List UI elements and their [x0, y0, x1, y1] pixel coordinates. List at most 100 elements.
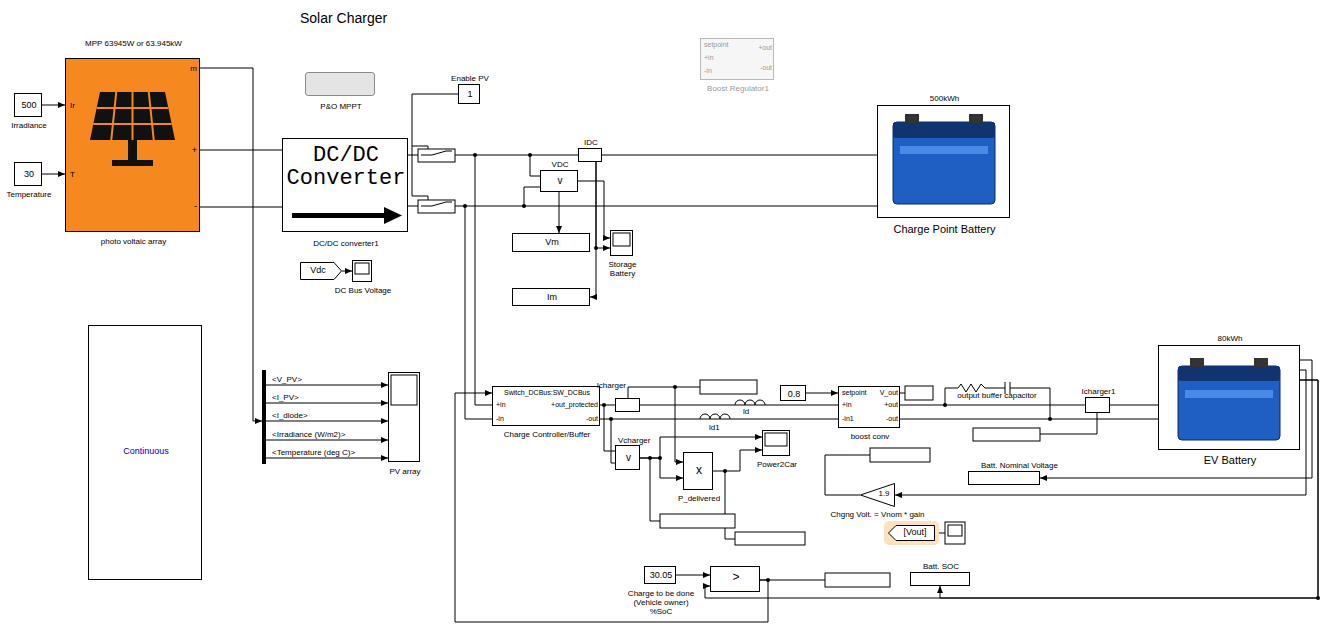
component-label: output buffer capacitor [957, 391, 1036, 400]
signal-wire [42, 105, 65, 106]
block-text: -out [586, 415, 598, 423]
signal-wire [380, 440, 388, 441]
battery-stripe [1185, 390, 1273, 398]
wire [408, 155, 418, 156]
wire [524, 187, 540, 206]
signal-wire [713, 450, 762, 471]
junction-dot [463, 204, 467, 208]
block-text: v [626, 452, 631, 464]
battery-stripe [900, 146, 988, 154]
display-block: Im [512, 288, 590, 306]
signal-wire [600, 419, 838, 420]
highlight-glow [884, 521, 939, 545]
scope-screen [948, 525, 962, 536]
current-sensor: Icharger1 [1085, 397, 1110, 413]
gain-block: 1.9Chgng Volt. = Vnom * gain [860, 483, 895, 507]
displays [660, 380, 1040, 587]
solar-panel-icon [90, 92, 175, 140]
block-text: Vdc [310, 265, 326, 275]
block-text: +out [884, 401, 898, 409]
current-sensor: Icharger [615, 398, 640, 412]
signal-wire [676, 575, 710, 576]
block-text: Charge Controller/Buffer [504, 430, 591, 439]
block-text: -out [886, 415, 898, 423]
junction-dots [463, 153, 1320, 600]
mppt-block: P&O MPPT [305, 72, 375, 96]
shape-outline-polygon [889, 526, 935, 541]
battery-body [893, 122, 995, 204]
voltage-sensor: VDCv [540, 170, 578, 192]
signal-wire [602, 155, 877, 156]
scope-block [945, 522, 965, 544]
signal-wire [200, 68, 262, 421]
block-text: +out_protected [551, 401, 598, 409]
block-text: m [190, 64, 197, 73]
signal-wire [42, 174, 65, 175]
block-text: 80kWh [1218, 334, 1243, 343]
wire [725, 471, 735, 539]
block-text: <Temperature (deg C)> [272, 448, 355, 457]
block-text: P_delivered [678, 494, 720, 503]
scope-screen [613, 233, 630, 246]
block-text: 500kWh [930, 94, 959, 103]
block-text: +in [842, 401, 852, 409]
junction-dot [473, 153, 477, 157]
display-block: Vm [512, 233, 590, 252]
constant-block: 0.8 [780, 385, 806, 401]
display-block: Batt. SOC [910, 572, 970, 586]
block-text: MPP 63945W or 63.945kW [85, 39, 182, 48]
signal-wire [640, 437, 762, 458]
ev-battery-picture [1178, 358, 1280, 440]
block-text: Switch_DCBus:SW_DCBus [504, 389, 590, 397]
wires-static [266, 94, 1097, 580]
wire [266, 458, 380, 459]
block-text: Batt. SOC [923, 562, 959, 571]
powergui-block: Continuous [88, 325, 202, 580]
display-block [700, 380, 757, 394]
shape-outline-polygon [301, 263, 342, 280]
display-block [973, 428, 1040, 441]
switch-symbol [421, 202, 452, 206]
battery-block: 500kWhCharge Point Battery [877, 105, 1010, 218]
block-text: Power2Car [757, 460, 797, 469]
converter-arrowhead [384, 207, 402, 224]
panel-grid-line [132, 92, 134, 140]
block-text: Continuous [123, 446, 169, 456]
signal-wire [559, 192, 560, 233]
signal-wire [600, 405, 615, 406]
constant-block: Enable PV1 [458, 84, 480, 104]
battery-body [1178, 366, 1280, 440]
block-text: Boost Regulator1 [707, 84, 769, 93]
block-text: setpoint [704, 41, 729, 49]
scope-block: DC Bus Voltage [352, 260, 372, 282]
battery-block: 80kWhEV Battery [1158, 345, 1300, 450]
wire [475, 155, 492, 405]
solar-panel-base [112, 160, 153, 166]
scope-screens [355, 233, 965, 544]
block-text: DC/DC converter1 [313, 239, 378, 248]
inductor-symbol [735, 400, 765, 405]
wire [604, 405, 615, 451]
junction-dot [528, 153, 532, 157]
charge-controller-block: Switch_DCBus:SW_DCBus+in-in+out_protecte… [492, 386, 600, 426]
signal-wire [380, 458, 388, 459]
display-block: Batt. Nominal Voltage [968, 471, 1040, 485]
wire [530, 155, 540, 176]
display-block [660, 514, 735, 528]
shape-outline-polygon [861, 484, 895, 507]
block-text: <I_PV> [272, 393, 299, 402]
signal-wire [200, 207, 282, 208]
panel-grid-line [111, 92, 116, 140]
block-text: Charge to be done (Vehicle owner) %SoC [623, 589, 699, 617]
block-text: + [192, 145, 197, 155]
block-text: > [732, 571, 739, 585]
wire [408, 206, 418, 207]
signal-wire [342, 271, 352, 272]
block-text: x [696, 464, 702, 478]
block-text: - [194, 201, 197, 211]
bus-selector-bar [262, 370, 266, 464]
block-text: Icharger [597, 381, 626, 390]
block-text: Irradiance [11, 121, 47, 130]
